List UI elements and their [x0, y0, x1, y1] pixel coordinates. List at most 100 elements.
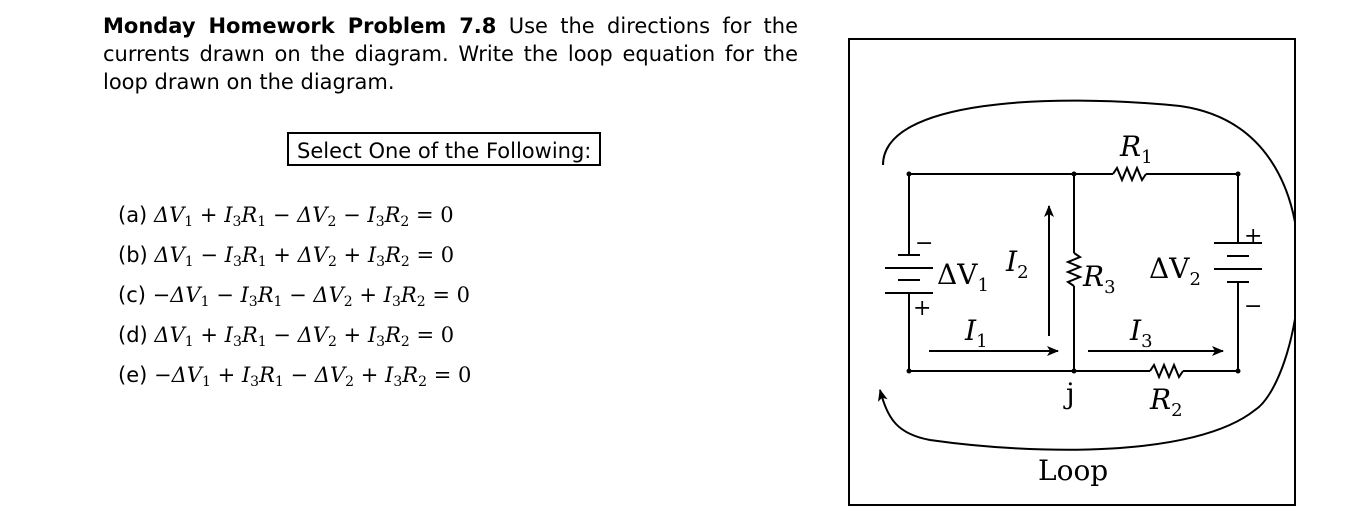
- operator: −: [272, 203, 291, 227]
- label-r3: R3: [1082, 260, 1116, 298]
- option-letter: (e): [118, 363, 148, 387]
- label-r2: R2: [1149, 383, 1183, 421]
- math-subscript: 2: [327, 214, 337, 230]
- operator: −: [154, 363, 172, 387]
- math-subscript: 3: [232, 334, 242, 350]
- math-symbol: R: [385, 243, 401, 267]
- math-symbol: ΔV: [314, 363, 346, 387]
- select-one-box: Select One of the Following:: [287, 132, 602, 166]
- math-subscript: 3: [376, 334, 386, 350]
- math-symbol: R: [385, 323, 401, 347]
- v2-plus-sign: +: [1244, 224, 1262, 249]
- math-symbol: I: [385, 363, 394, 387]
- math-symbol: ΔV: [297, 323, 328, 347]
- junction-dot-bottom-left: [906, 368, 912, 374]
- math-subscript: 3: [232, 254, 242, 270]
- math-subscript: 3: [391, 294, 401, 310]
- math-subscript: 1: [184, 214, 194, 230]
- math-subscript: 3: [393, 374, 403, 390]
- operator: −: [343, 203, 361, 227]
- option-letter: (d): [118, 323, 148, 347]
- answer-option[interactable]: (b) ΔV1 − I3R1 + ΔV2 + I3R2 = 0: [118, 235, 471, 275]
- math-subscript: 1: [257, 254, 267, 270]
- math-subscript: 1: [257, 334, 267, 350]
- resistor-r2: [1149, 362, 1184, 380]
- option-equation: −ΔV1 + I3R1 − ΔV2 + I3R2 = 0: [154, 363, 472, 390]
- math-symbol: I: [224, 323, 233, 347]
- junction-dot-bottom-right: [1235, 368, 1241, 374]
- operator: +: [200, 323, 218, 347]
- operator: −: [289, 283, 307, 307]
- label-i2: I2: [1005, 245, 1029, 283]
- math-symbol: R: [259, 363, 275, 387]
- circuit-diagram: R1 R3 R2 ΔV1 ΔV2 I2 I1 I3 j Loop − + + −: [848, 38, 1296, 506]
- operator: −: [273, 323, 291, 347]
- math-subscript: 3: [376, 254, 386, 270]
- answer-option[interactable]: (a) ΔV1 + I3R1 − ΔV2 − I3R2 = 0: [118, 195, 471, 235]
- answer-option[interactable]: (e) −ΔV1 + I3R1 − ΔV2 + I3R2 = 0: [118, 355, 471, 395]
- math-symbol: ΔV: [313, 283, 344, 307]
- v1-plus-sign: +: [913, 296, 931, 321]
- circuit-svg: R1 R3 R2 ΔV1 ΔV2 I2 I1 I3 j Loop − + + −: [878, 99, 1294, 487]
- resistor-r1: [1112, 165, 1147, 183]
- math-symbol: ΔV: [297, 243, 328, 267]
- math-symbol: I: [383, 283, 392, 307]
- math-symbol: R: [241, 323, 258, 347]
- junction-dot-j: [1071, 368, 1077, 374]
- label-i3: I3: [1129, 314, 1153, 352]
- math-subscript: 3: [250, 374, 260, 390]
- math-symbol: ΔV: [297, 203, 328, 227]
- option-equation: ΔV1 − I3R1 + ΔV2 + I3R2 = 0: [154, 243, 455, 270]
- math-symbol: R: [400, 283, 417, 307]
- operator: −: [200, 243, 218, 267]
- operator: −: [216, 283, 234, 307]
- junction-dot-top-middle: [1071, 171, 1077, 177]
- answer-option[interactable]: (d) ΔV1 + I3R1 − ΔV2 + I3R2 = 0: [118, 315, 471, 355]
- label-r1: R1: [1119, 130, 1153, 168]
- operator: +: [199, 203, 218, 227]
- operator: +: [360, 363, 379, 387]
- label-loop: Loop: [1038, 454, 1108, 487]
- math-symbol: R: [384, 203, 401, 227]
- math-symbol: I: [367, 203, 376, 227]
- label-junction-j: j: [1063, 377, 1075, 410]
- math-subscript: 3: [375, 214, 385, 230]
- math-symbol: I: [367, 323, 377, 347]
- math-subscript: 1: [184, 254, 194, 270]
- math-symbol: ΔV: [170, 283, 201, 307]
- operator: +: [343, 323, 362, 347]
- math-subscript: 1: [201, 374, 211, 390]
- answer-option[interactable]: (c) −ΔV1 − I3R1 − ΔV2 + I3R2 = 0: [118, 275, 471, 315]
- math-symbol: R: [241, 203, 258, 227]
- battery-v2: [1214, 242, 1262, 302]
- v2-minus-sign: −: [1244, 294, 1262, 319]
- math-subscript: 2: [343, 294, 353, 310]
- math-subscript: 2: [400, 214, 410, 230]
- equation-rhs: = 0: [416, 203, 454, 227]
- operator: +: [343, 243, 362, 267]
- math-symbol: I: [367, 243, 377, 267]
- math-symbol: I: [224, 243, 233, 267]
- option-equation: −ΔV1 − I3R1 − ΔV2 + I3R2 = 0: [153, 283, 470, 310]
- math-symbol: R: [241, 243, 258, 267]
- equation-rhs: = 0: [416, 243, 455, 267]
- equation-rhs: = 0: [433, 363, 472, 387]
- option-letter: (c): [118, 283, 146, 307]
- math-symbol: I: [224, 203, 233, 227]
- label-i1: I1: [964, 314, 988, 352]
- option-letter: (b): [118, 243, 148, 267]
- math-subscript: 1: [274, 374, 284, 390]
- math-symbol: R: [257, 283, 274, 307]
- loop-path: [878, 99, 1294, 451]
- math-subscript: 2: [400, 254, 410, 270]
- math-subscript: 1: [200, 294, 210, 310]
- math-subscript: 3: [248, 294, 258, 310]
- operator: −: [290, 363, 309, 387]
- operator: +: [273, 243, 291, 267]
- label-v2: ΔV2: [1149, 252, 1201, 290]
- math-subscript: 2: [418, 374, 427, 390]
- math-symbol: I: [240, 283, 249, 307]
- math-subscript: 2: [327, 334, 337, 350]
- resistor-r3: [1065, 252, 1083, 287]
- operator: +: [217, 363, 236, 387]
